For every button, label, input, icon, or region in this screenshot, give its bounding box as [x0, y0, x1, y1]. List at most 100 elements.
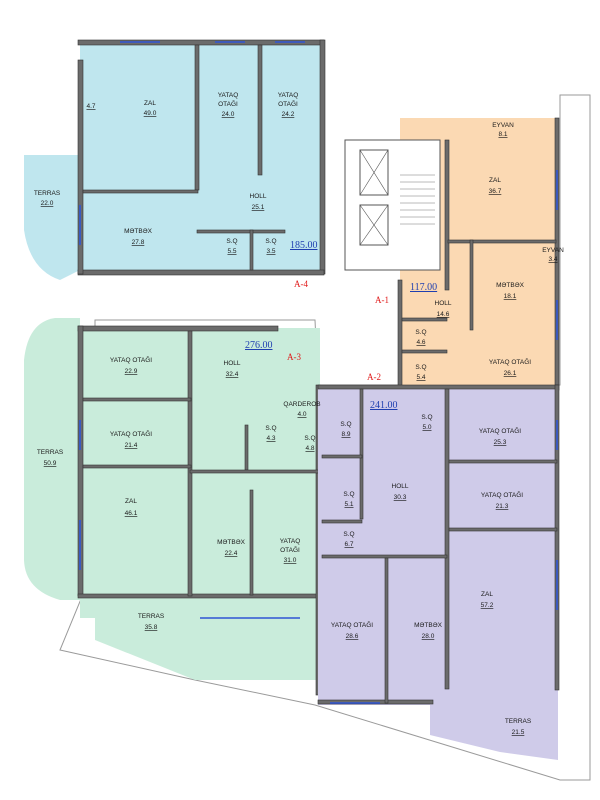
a3-label: A-3	[287, 352, 301, 362]
site-outline	[59, 94, 591, 781]
core-fill	[344, 139, 441, 271]
a4-zal-area: 49.0	[144, 110, 157, 117]
a1-metbex-name: MƏTBƏX	[496, 282, 525, 289]
a2-wall-int4	[448, 527, 558, 532]
a3-wall-int4	[244, 424, 249, 471]
a4-small-area: 4.7	[86, 103, 95, 110]
a2-terras-area: 21.5	[512, 729, 525, 736]
a3-sq1-name: S.Q	[265, 425, 276, 432]
a3-wall-int1	[187, 330, 193, 597]
a1-wall-int2	[447, 239, 557, 244]
a4-wall-int2	[257, 44, 263, 176]
a2-wall-int6	[384, 557, 389, 704]
a1-label: A-1	[375, 295, 389, 305]
a3-holl-name: HOLL	[224, 360, 241, 367]
a1-zal-area: 36.7	[489, 188, 502, 195]
a2-yataq1-name: YATAQ OTAĞI	[479, 426, 521, 435]
a3-sq2-name: S.Q	[304, 435, 315, 442]
a1-sq2-area: 5.4	[416, 374, 425, 381]
a2-sq1-area: 5.0	[422, 424, 431, 431]
lift-2-x2	[359, 204, 389, 246]
a1-wall-int3	[469, 239, 474, 331]
a2-wall-int5	[321, 554, 448, 559]
stair-steps	[400, 174, 435, 225]
a2-yataq2-name: YATAQ OTAĞI	[481, 490, 523, 499]
a4-wall-int1	[194, 44, 200, 191]
a2-sq3-area: 5.1	[344, 501, 353, 508]
a1-eyvan1-area: 8.1	[498, 131, 507, 138]
a3-metbex-area: 22.4	[225, 550, 238, 557]
a2-holl-area: 30.3	[394, 494, 407, 501]
a3-wall-top	[77, 325, 279, 332]
a3-terrace2-fill	[95, 598, 318, 680]
a1-sq1-area: 4.6	[416, 339, 425, 346]
a1-wall-int5	[401, 349, 448, 354]
a1-sq2-name: S.Q	[415, 364, 426, 371]
stair-core	[344, 139, 441, 271]
a1-wall-right	[554, 117, 560, 391]
a1-wall-int4	[401, 317, 448, 322]
a3-terras2-area: 35.8	[145, 624, 158, 631]
a3-wall-int3	[82, 464, 192, 469]
a3-yataq3-name2: OTAĞI	[280, 545, 300, 554]
a1-sq1-name: S.Q	[415, 329, 426, 336]
a4-sq2-name: S.Q	[265, 238, 276, 245]
a3-total-area: 276.00	[245, 340, 273, 351]
a2-yataq3-name: YATAQ OTAĞI	[331, 620, 373, 629]
a2-terras-name: TERRAS	[505, 718, 532, 725]
a2-metbex-area: 28.0	[422, 633, 435, 640]
a2-wall-bottom	[317, 699, 434, 705]
a2-total-area: 241.00	[370, 400, 398, 411]
a3-wall-bottom	[77, 593, 319, 599]
a1-eyvan2-area: 3.4	[548, 256, 557, 263]
a1-eyvan1-name: EYVAN	[492, 122, 514, 129]
a2-wall-int1	[359, 388, 364, 520]
apartment-a4	[24, 39, 326, 280]
a3-terras2-name: TERRAS	[138, 613, 165, 620]
a3-terras1-name: TERRAS	[37, 449, 64, 456]
a4-label: A-4	[294, 279, 308, 289]
a1-holl-name: HOLL	[435, 300, 452, 307]
a4-wall-right	[319, 39, 326, 275]
apartment-totals: 185.00 A-4 117.00 A-1 276.00 A-3 241.00 …	[245, 240, 437, 411]
a2-terrace-fill	[430, 690, 558, 760]
a2-yataq2-area: 21.3	[496, 503, 509, 510]
a2-sq4-area: 6.7	[344, 541, 353, 548]
a1-yataq-name: YATAQ OTAĞI	[489, 357, 531, 366]
a4-terrace-fill	[24, 155, 80, 280]
a1-zal-name: ZAL	[489, 177, 501, 184]
lift-1	[359, 149, 389, 196]
a3-zal-name: ZAL	[125, 498, 137, 505]
a2-zal-area: 57.2	[481, 602, 494, 609]
a3-qarderob-area: 4.0	[297, 411, 306, 418]
a1-yataq-area: 26.1	[504, 370, 517, 377]
a2-sq1-name: S.Q	[421, 414, 432, 421]
a1-eyvan2-name: EYVAN	[542, 247, 564, 254]
a4-fill	[80, 42, 322, 272]
a4-yataq2-name2: OTAĞI	[278, 99, 298, 108]
a4-sq1-name: S.Q	[226, 238, 237, 245]
a1-total-area: 117.00	[410, 282, 437, 293]
a1-metbex-area: 18.1	[504, 293, 517, 300]
a2-sq2-area: 8.9	[341, 431, 350, 438]
a2-label: A-2	[367, 372, 381, 382]
room-labels: ZAL 49.0 YATAQ OTAĞI 24.0 YATAQ OTAĞI 24…	[34, 92, 564, 736]
a4-wall-bottom	[77, 269, 325, 276]
a4-sq2-area: 3.5	[266, 248, 275, 255]
a3-yataq3-name: YATAQ	[280, 538, 301, 545]
a4-wall-left	[77, 59, 84, 275]
a2-sq2-name: S.Q	[340, 421, 351, 428]
a3-wall-int5	[189, 469, 321, 474]
a3-qarderob-name: QARDEROB	[283, 401, 320, 408]
a4-total-area: 185.00	[290, 240, 318, 251]
a2-yataq1-area: 25.3	[494, 439, 507, 446]
a2-holl-name: HOLL	[392, 483, 409, 490]
a3-holl-area: 32.4	[226, 371, 239, 378]
a3-yataq3-area: 31.0	[284, 557, 297, 564]
a2-wall-int7	[321, 454, 363, 459]
a4-holl-name: HOLL	[250, 193, 267, 200]
a2-wall-int8	[321, 519, 363, 524]
a4-wall-int5	[249, 229, 254, 271]
a4-yataq2-name: YATAQ	[278, 92, 299, 99]
